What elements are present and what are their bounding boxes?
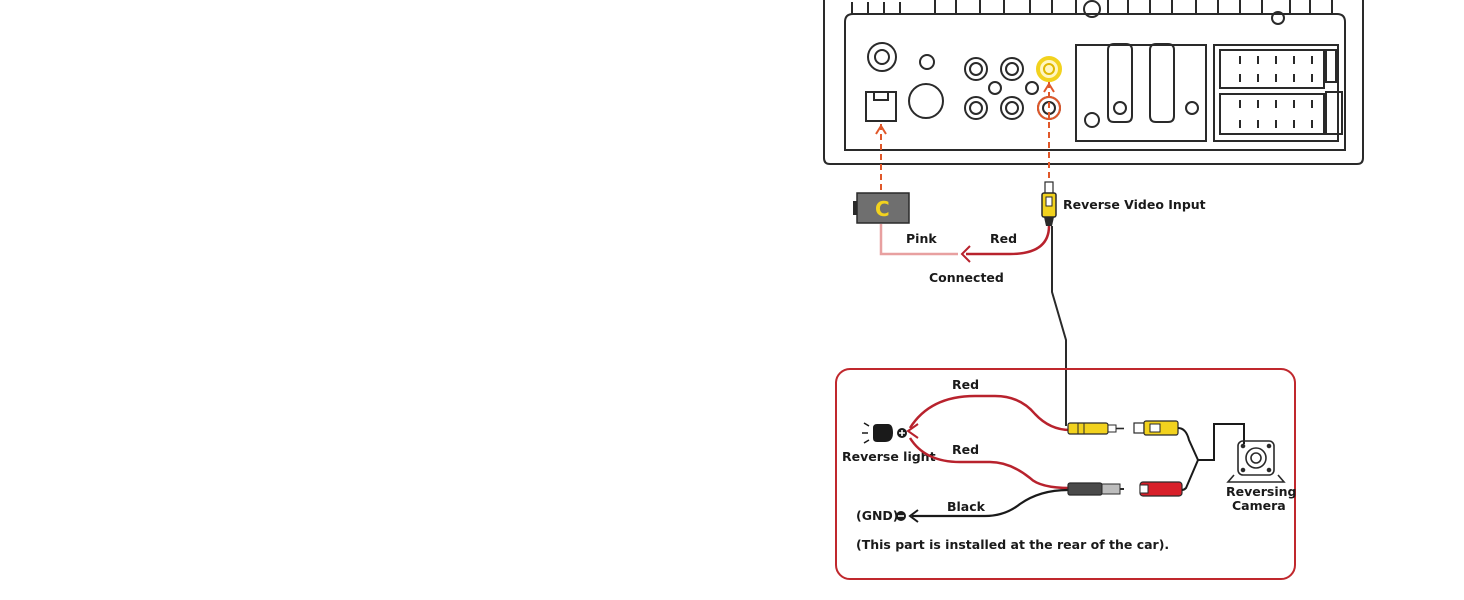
red-wire-lower: [908, 437, 1071, 490]
camera-cable: [1177, 423, 1245, 491]
dashed-guides: [880, 82, 1050, 190]
arrow-up-icon: [875, 124, 887, 135]
arrow-up-icon: [1043, 82, 1055, 93]
arrow-left-icon: [908, 509, 919, 523]
reverse-video-jack: [1036, 56, 1062, 82]
red-wire-top: [966, 225, 1051, 256]
rear-install-note: (This part is installed at the rear of t…: [856, 537, 1169, 552]
video-cable: [1051, 226, 1067, 426]
camera-icon: [1226, 440, 1286, 483]
reverse-video-input-label: Reverse Video Input: [1063, 197, 1206, 212]
yellow-rca-plug-female: [1133, 420, 1179, 436]
iso-connector-pins: [1239, 56, 1313, 128]
red-dc-socket: [1139, 481, 1183, 497]
reversing-camera-label-2: Camera: [1232, 498, 1286, 513]
minus-circle-icon: [896, 511, 906, 521]
red-top-label: Red: [990, 231, 1017, 246]
arrow-left-icon: [906, 423, 919, 439]
bulb-icon: [862, 422, 893, 444]
pink-wire: [879, 224, 958, 256]
black-wire: [912, 488, 1069, 518]
head-unit-rear-panel: [823, 0, 1364, 165]
connection-arrow-icon: [960, 245, 971, 263]
red-lower-label: Red: [952, 442, 979, 457]
connector-c: C: [853, 192, 910, 224]
black-label: Black: [947, 499, 986, 514]
gnd-label: (GND): [856, 508, 899, 523]
reverse-light-label: Reverse light: [842, 449, 936, 464]
dc-power-plug: [1067, 482, 1124, 496]
pink-label: Pink: [906, 231, 937, 246]
plus-circle-icon: [897, 428, 907, 438]
reverse-video-rca-plug: [1041, 181, 1057, 226]
rear-install-box: [835, 368, 1296, 580]
red-wire-upper: [908, 394, 1071, 432]
connected-label: Connected: [929, 270, 1004, 285]
yellow-rca-plug-male: [1067, 422, 1124, 435]
red-upper-label: Red: [952, 377, 979, 392]
reversing-camera-label-1: Reversing: [1226, 484, 1296, 499]
svg-text:C: C: [875, 197, 890, 221]
